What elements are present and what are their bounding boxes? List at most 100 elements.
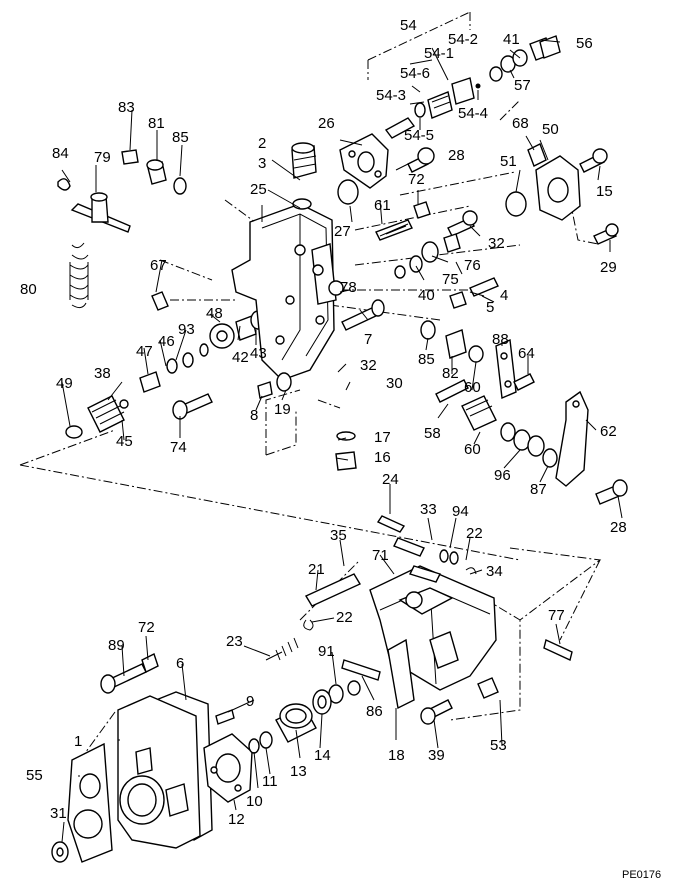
- label-56: 56: [576, 35, 593, 52]
- label-8: 8: [250, 407, 258, 424]
- label-55: 55: [26, 767, 43, 784]
- label-12: 12: [228, 811, 245, 828]
- label-4: 4: [500, 287, 508, 304]
- label-50: 50: [542, 121, 559, 138]
- label-38: 38: [94, 365, 111, 382]
- label-27: 27: [334, 223, 351, 240]
- label-5: 5: [486, 299, 494, 316]
- label-94: 94: [452, 503, 469, 520]
- governor-lever-assembly: [265, 515, 573, 725]
- label-62: 62: [600, 423, 617, 440]
- label-87: 87: [530, 481, 547, 498]
- label-53: 53: [490, 737, 507, 754]
- label-46: 46: [158, 333, 175, 350]
- governor-spring: [69, 242, 89, 309]
- label-24: 24: [382, 471, 399, 488]
- label-19: 19: [274, 401, 291, 418]
- label-14: 14: [314, 747, 331, 764]
- label-54-2: 54-2: [448, 31, 478, 48]
- label-48: 48: [206, 305, 223, 322]
- label-71: 71: [372, 547, 389, 564]
- label-49: 49: [56, 375, 73, 392]
- label-33: 33: [420, 501, 437, 518]
- timer-cover-parts: [420, 35, 628, 505]
- label-28-lower: 28: [610, 519, 627, 536]
- label-81: 81: [148, 115, 165, 132]
- label-43: 43: [250, 345, 267, 362]
- label-41: 41: [503, 31, 520, 48]
- governor-lever-parts: [57, 149, 266, 439]
- label-54: 54: [400, 17, 417, 34]
- label-18: 18: [388, 747, 405, 764]
- label-34: 34: [486, 563, 503, 580]
- label-17: 17: [374, 429, 391, 446]
- label-79: 79: [94, 149, 111, 166]
- label-31: 31: [50, 805, 67, 822]
- label-85-upper: 85: [172, 129, 189, 146]
- label-57: 57: [514, 77, 531, 94]
- label-6: 6: [176, 655, 184, 672]
- label-85-lower: 85: [418, 351, 435, 368]
- label-9: 9: [246, 693, 254, 710]
- label-54-3: 54-3: [376, 87, 406, 104]
- pump-housing: [231, 142, 344, 399]
- leader-lines: [61, 39, 623, 843]
- label-54-5: 54-5: [404, 127, 434, 144]
- label-15: 15: [596, 183, 613, 200]
- label-42: 42: [232, 349, 249, 366]
- label-78: 78: [340, 279, 357, 296]
- label-23: 23: [226, 633, 243, 650]
- label-29: 29: [600, 259, 617, 276]
- label-1: 1: [74, 733, 82, 750]
- label-13: 13: [290, 763, 307, 780]
- label-7: 7: [364, 331, 372, 348]
- label-91: 91: [318, 643, 335, 660]
- label-16: 16: [374, 449, 391, 466]
- label-83: 83: [118, 99, 135, 116]
- label-77: 77: [548, 607, 565, 624]
- label-74: 74: [170, 439, 187, 456]
- label-58: 58: [424, 425, 441, 442]
- label-75: 75: [442, 271, 459, 288]
- label-72-lower: 72: [138, 619, 155, 636]
- label-82: 82: [442, 365, 459, 382]
- label-54-6: 54-6: [400, 65, 430, 82]
- figure-code: PE0176: [622, 869, 661, 881]
- label-54-1: 54-1: [424, 45, 454, 62]
- label-40: 40: [418, 287, 435, 304]
- label-89: 89: [108, 637, 125, 654]
- label-72-upper: 72: [408, 171, 425, 188]
- label-51: 51: [500, 153, 517, 170]
- pump-end-parts: [51, 431, 357, 863]
- part-labels: 54 54-2 41 56 54-1 54-6 57 54-3 54-4 83 …: [20, 17, 661, 881]
- label-22-lower: 22: [336, 609, 353, 626]
- label-47: 47: [136, 343, 153, 360]
- label-61: 61: [374, 197, 391, 214]
- label-93: 93: [178, 321, 195, 338]
- label-2: 2: [258, 135, 266, 152]
- label-76: 76: [464, 257, 481, 274]
- label-64: 64: [518, 345, 535, 362]
- label-67: 67: [150, 257, 167, 274]
- label-54-4: 54-4: [458, 105, 488, 122]
- label-39: 39: [428, 747, 445, 764]
- label-35: 35: [330, 527, 347, 544]
- delivery-valve-parts: [337, 37, 553, 331]
- label-60-upper: 60: [464, 379, 481, 396]
- label-30: 30: [386, 375, 403, 392]
- label-32-lower: 32: [360, 357, 377, 374]
- label-84: 84: [52, 145, 69, 162]
- label-26: 26: [318, 115, 335, 132]
- label-25: 25: [250, 181, 267, 198]
- label-45: 45: [116, 433, 133, 450]
- label-60-lower: 60: [464, 441, 481, 458]
- label-3: 3: [258, 155, 266, 172]
- label-86: 86: [366, 703, 383, 720]
- label-10: 10: [246, 793, 263, 810]
- label-11: 11: [262, 773, 278, 790]
- label-28-upper: 28: [448, 147, 465, 164]
- label-80: 80: [20, 281, 37, 298]
- label-96: 96: [494, 467, 511, 484]
- label-32-upper: 32: [488, 235, 505, 252]
